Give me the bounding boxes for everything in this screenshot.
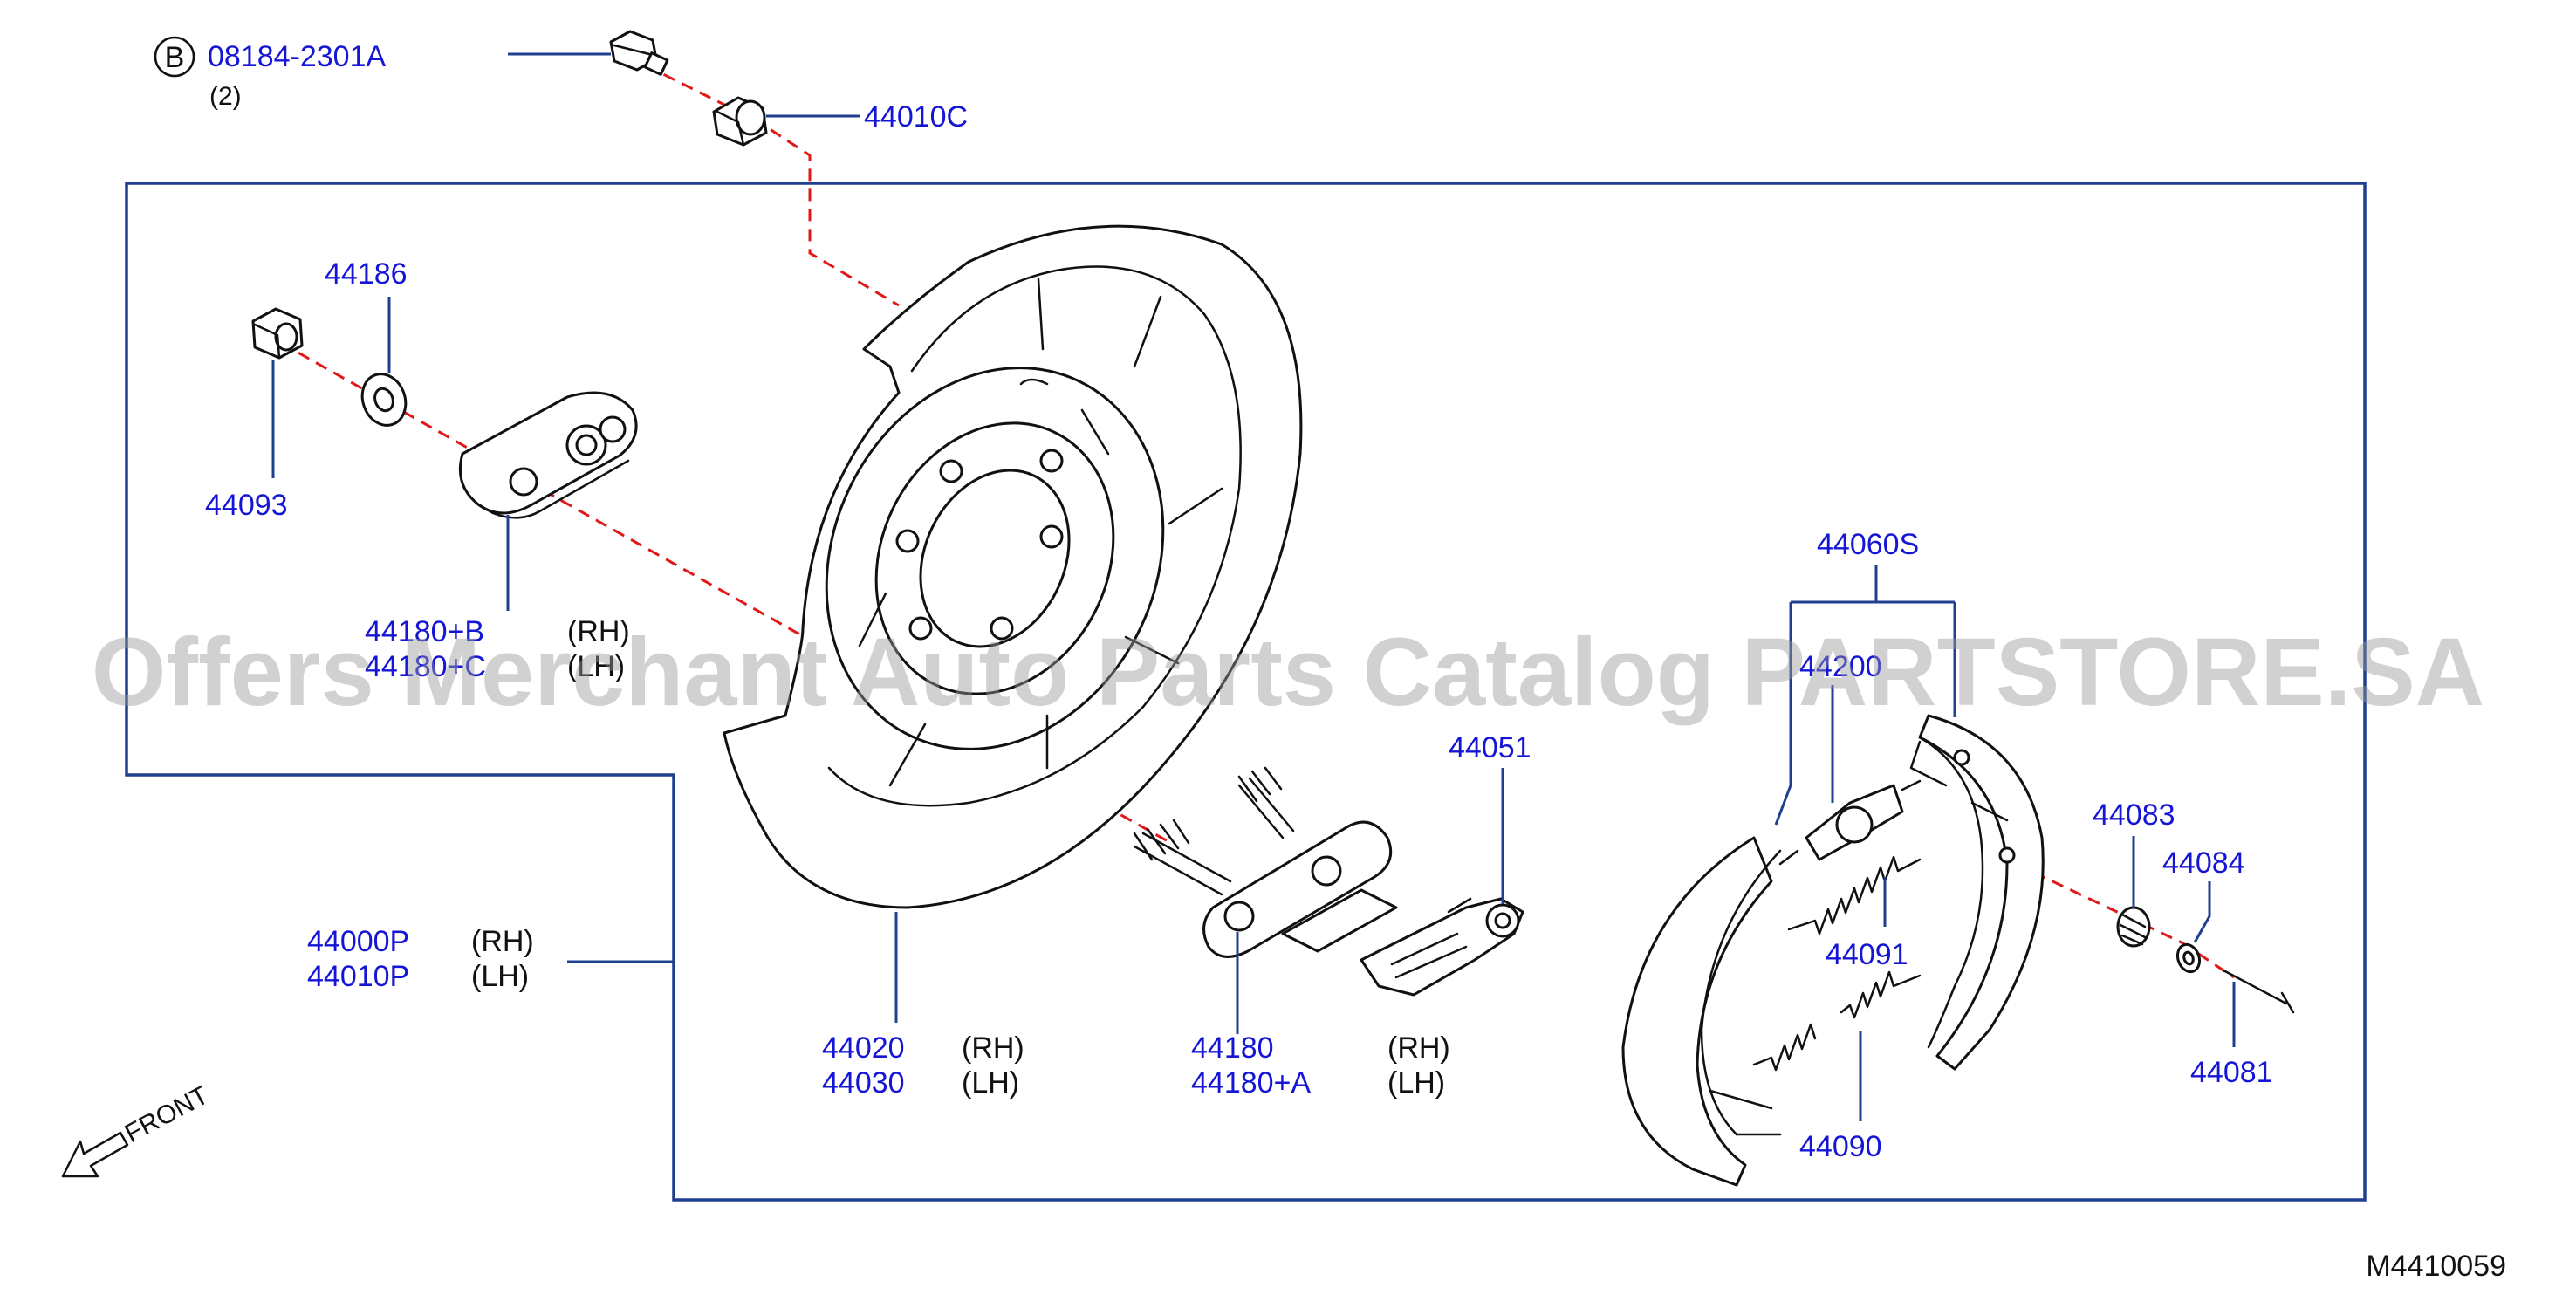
- part-number-44051[interactable]: 44051: [1449, 731, 1531, 764]
- spring-44083-part[interactable]: [2116, 906, 2151, 948]
- part-number-bolt[interactable]: 08184-2301A: [208, 40, 387, 73]
- part-number-44060s[interactable]: 44060S: [1817, 528, 1919, 561]
- brake-shoe-right-part[interactable]: [1909, 714, 2045, 1071]
- part-number-44000p[interactable]: 44000P: [307, 925, 409, 958]
- watermark-text: Offers Merchant Auto Parts Catalog PARTS…: [92, 619, 2484, 726]
- part-number-44010p[interactable]: 44010P: [307, 960, 409, 993]
- diagram-code: M4410059: [2366, 1250, 2506, 1283]
- part-side-44180b-lh: (LH): [567, 650, 625, 683]
- part-qty-bolt: (2): [209, 82, 242, 111]
- part-number-44200[interactable]: 44200: [1799, 650, 1882, 683]
- part-number-44084[interactable]: 44084: [2162, 846, 2245, 880]
- part-number-44093[interactable]: 44093: [205, 489, 288, 522]
- lever-44051-part[interactable]: [1360, 897, 1524, 997]
- anchor-44180-part[interactable]: [1133, 766, 1398, 958]
- part-number-44180b-lh[interactable]: 44180+C: [365, 650, 486, 683]
- nut-44093-part[interactable]: [251, 307, 304, 360]
- part-number-44090[interactable]: 44090: [1799, 1130, 1882, 1163]
- backing-plate-44020-part[interactable]: [723, 224, 1303, 909]
- part-number-44186[interactable]: 44186: [325, 257, 408, 291]
- brake-shoe-left-part[interactable]: [1621, 836, 1782, 1187]
- bolt-marker-circle: [154, 36, 195, 78]
- part-number-44083[interactable]: 44083: [2093, 798, 2175, 832]
- bracket-44180b-part[interactable]: [458, 391, 638, 519]
- adjuster-44200-part[interactable]: [1778, 779, 1922, 866]
- bolt-marker-letter: B: [165, 41, 185, 74]
- spring-44090-part[interactable]: [1752, 970, 1922, 1072]
- assembly-line-bolt: [645, 64, 900, 307]
- part-number-44180-rh[interactable]: 44180: [1191, 1031, 1274, 1065]
- part-number-44180b-rh[interactable]: 44180+B: [365, 615, 484, 648]
- assembly-frame: [125, 182, 2367, 1202]
- washer-44186-part[interactable]: [355, 368, 413, 432]
- leader-44084: [2193, 881, 2211, 943]
- part-side-44180-rh: (RH): [1387, 1031, 1450, 1065]
- part-side-44000p: (RH): [471, 925, 534, 958]
- front-arrow-icon: [61, 1131, 129, 1178]
- part-number-44091[interactable]: 44091: [1826, 938, 1908, 971]
- part-side-44010p: (LH): [471, 960, 529, 993]
- leader-44060s: [1774, 565, 1956, 826]
- part-number-44180a-lh[interactable]: 44180+A: [1191, 1066, 1311, 1100]
- front-label: FRONT: [120, 1081, 214, 1149]
- part-number-44030[interactable]: 44030: [822, 1066, 905, 1100]
- part-number-44010c[interactable]: 44010C: [864, 100, 968, 134]
- part-side-44030: (LH): [962, 1066, 1019, 1100]
- spring-44091-part[interactable]: [1787, 855, 1922, 935]
- pin-44081-part[interactable]: [2222, 969, 2295, 1014]
- cup-44084-part[interactable]: [2174, 942, 2203, 975]
- bolt-part[interactable]: [609, 30, 669, 76]
- part-number-44081[interactable]: 44081: [2190, 1056, 2273, 1089]
- part-number-44020[interactable]: 44020: [822, 1031, 905, 1065]
- part-side-44020: (RH): [962, 1031, 1024, 1065]
- nut-44010c-part[interactable]: [712, 96, 768, 147]
- part-side-44180a-lh: (LH): [1387, 1066, 1445, 1100]
- part-side-44180b-rh: (RH): [567, 615, 630, 648]
